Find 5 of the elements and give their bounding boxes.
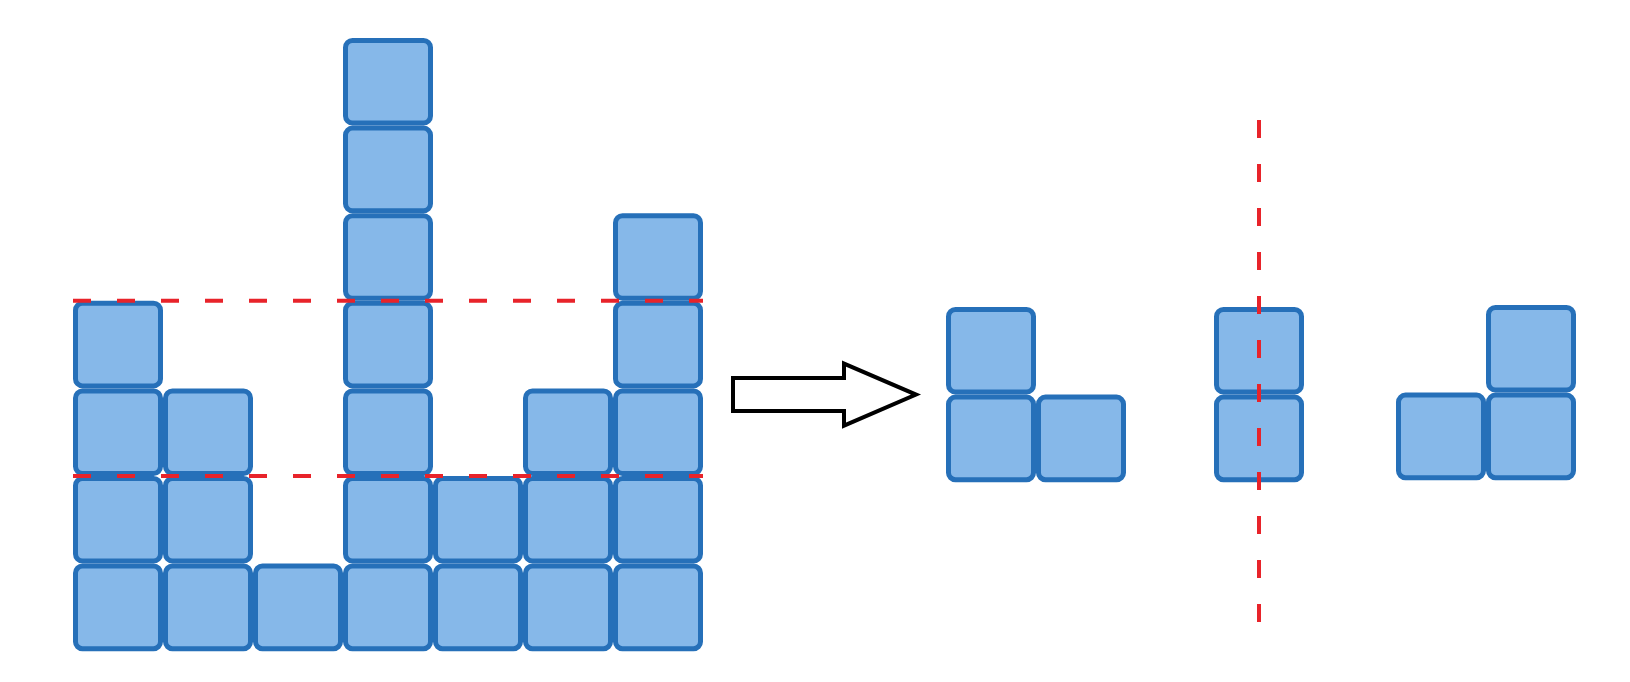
block-arrow [731,360,922,429]
block-piece-drawing [1396,305,1576,481]
block-piece-drawing [946,307,1126,483]
block-stack-drawing [73,38,703,652]
block-piece-drawing [1214,307,1304,483]
